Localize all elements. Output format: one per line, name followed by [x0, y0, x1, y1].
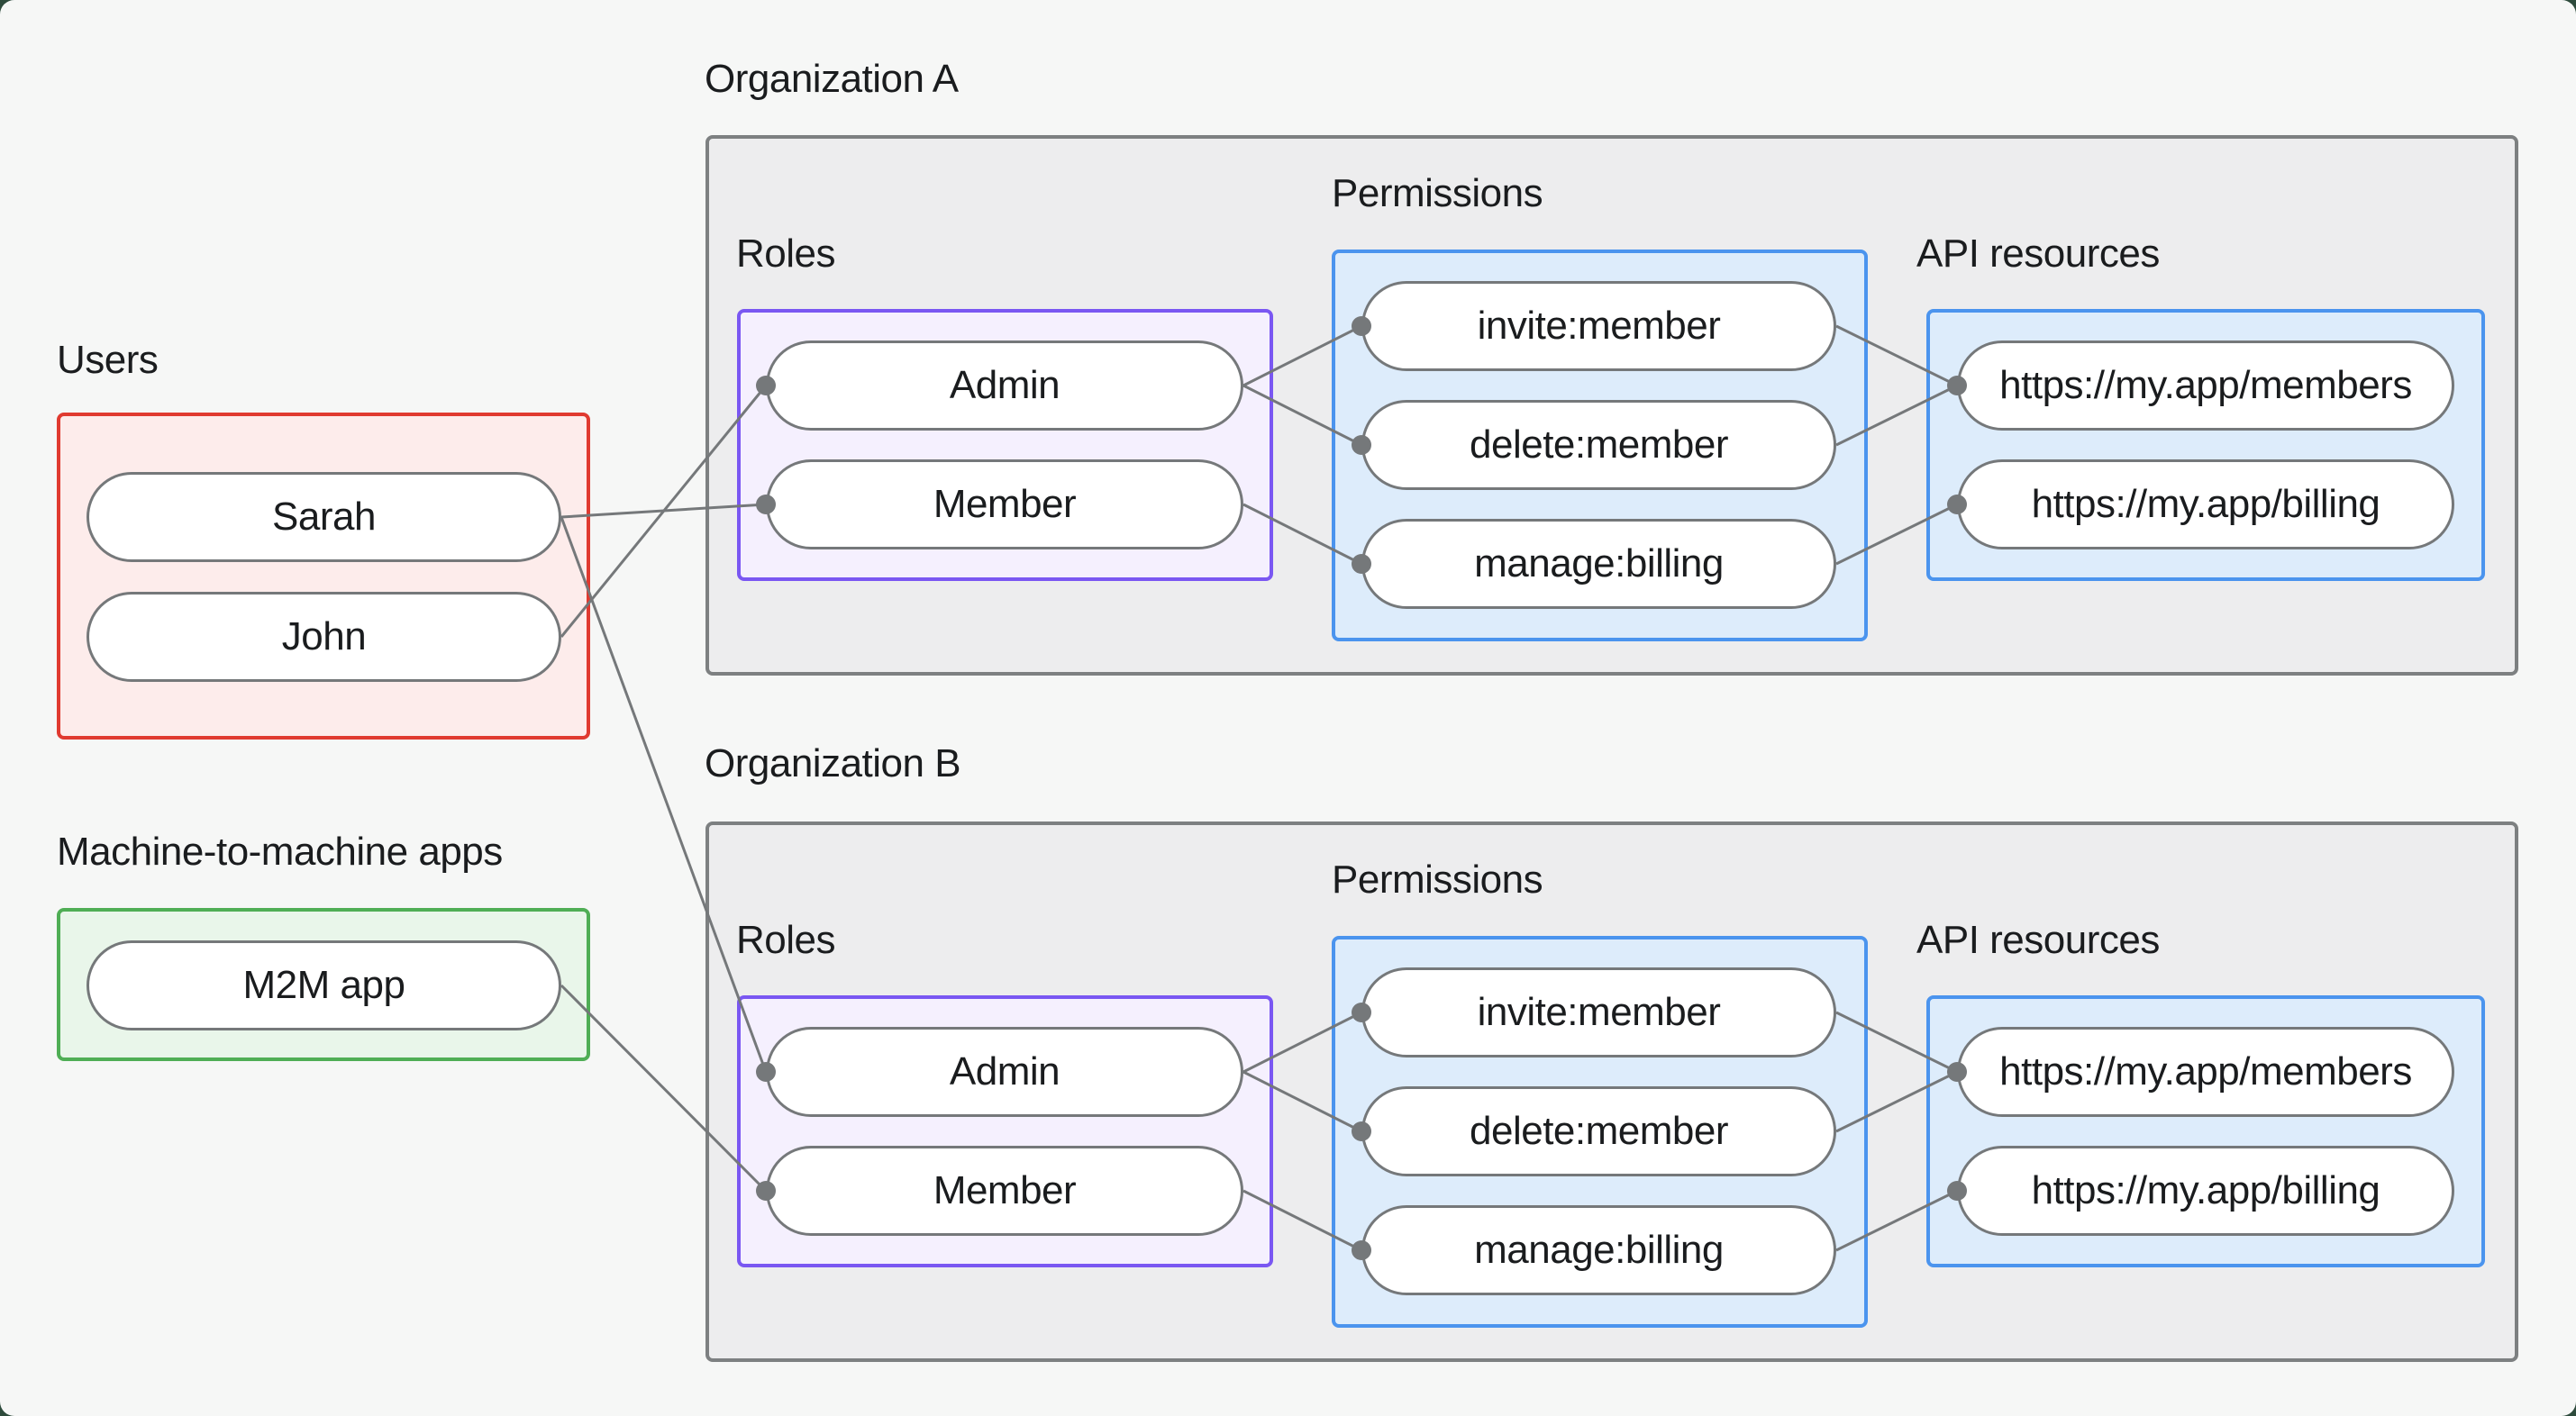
- connection-dot-org-a-members: [1947, 376, 1967, 395]
- connection-dot-org-b-delete: [1352, 1121, 1371, 1141]
- connection-dot-org-a-member: [756, 495, 776, 514]
- edge-orga-manage-billing: [1835, 503, 1958, 566]
- org-b-roles-label: Roles: [736, 918, 836, 962]
- connection-dot-org-a-billing: [1947, 495, 1967, 514]
- m2m-app-node: M2M app: [86, 940, 561, 1030]
- org-a-label: Organization A: [705, 57, 959, 101]
- connection-dot-org-b-members: [1947, 1062, 1967, 1082]
- org-b-api-members: https://my.app/members: [1957, 1027, 2454, 1117]
- connection-dot-org-b-billing: [1947, 1181, 1967, 1201]
- org-a-permissions-label: Permissions: [1332, 171, 1543, 215]
- edge-orgb-manage-billing: [1835, 1189, 1958, 1252]
- org-b-role-admin: Admin: [766, 1027, 1243, 1117]
- connection-dot-org-a-manage: [1352, 554, 1371, 574]
- edge-orgb-invite-members: [1835, 1011, 1958, 1074]
- users-group-box: [57, 413, 590, 740]
- connection-dot-org-a-invite: [1352, 316, 1371, 336]
- connection-dot-org-b-member: [756, 1181, 776, 1201]
- org-b-api-resources-label: API resources: [1916, 918, 2160, 962]
- org-a-permission-delete-member: delete:member: [1361, 400, 1836, 490]
- org-a-roles-label: Roles: [736, 231, 836, 276]
- connection-dot-org-a-admin: [756, 376, 776, 395]
- edge-orga-admin-delete: [1242, 384, 1362, 447]
- connection-dot-org-b-admin: [756, 1062, 776, 1082]
- edge-orga-admin-invite: [1242, 324, 1362, 387]
- org-a-api-members: https://my.app/members: [1957, 340, 2454, 431]
- edge-orgb-admin-invite: [1242, 1011, 1362, 1074]
- org-b-permission-delete-member: delete:member: [1361, 1086, 1836, 1176]
- edge-orgb-delete-members: [1835, 1070, 1958, 1133]
- edge-orga-delete-members: [1835, 384, 1958, 447]
- edge-orgb-member-manage: [1242, 1189, 1362, 1252]
- connection-dot-org-b-manage: [1352, 1240, 1371, 1260]
- org-a-permission-manage-billing: manage:billing: [1361, 519, 1836, 609]
- edge-orgb-admin-delete: [1242, 1070, 1362, 1133]
- org-b-api-billing: https://my.app/billing: [1957, 1146, 2454, 1236]
- edge-john-orga-admin: [560, 385, 768, 638]
- edge-orga-invite-members: [1835, 324, 1958, 387]
- m2m-section-label: Machine-to-machine apps: [57, 830, 503, 874]
- edge-orga-member-manage: [1242, 503, 1362, 566]
- user-node-sarah: Sarah: [86, 472, 561, 562]
- org-b-permission-invite-member: invite:member: [1361, 967, 1836, 1057]
- org-b-permission-manage-billing: manage:billing: [1361, 1205, 1836, 1295]
- org-a-permission-invite-member: invite:member: [1361, 281, 1836, 371]
- org-a-api-billing: https://my.app/billing: [1957, 459, 2454, 549]
- users-section-label: Users: [57, 338, 159, 382]
- org-b-label: Organization B: [705, 741, 961, 785]
- org-b-permissions-label: Permissions: [1332, 858, 1543, 902]
- org-b-role-member: Member: [766, 1146, 1243, 1236]
- org-a-role-admin: Admin: [766, 340, 1243, 431]
- org-a-role-member: Member: [766, 459, 1243, 549]
- edge-sarah-orgb-admin: [560, 516, 768, 1073]
- connection-dot-org-a-delete: [1352, 435, 1371, 455]
- connection-dot-org-b-invite: [1352, 1003, 1371, 1022]
- edge-m2m-orgb-member: [560, 984, 768, 1193]
- user-node-john: John: [86, 592, 561, 682]
- org-a-api-resources-label: API resources: [1916, 231, 2160, 276]
- connection-lines: [560, 324, 1958, 1252]
